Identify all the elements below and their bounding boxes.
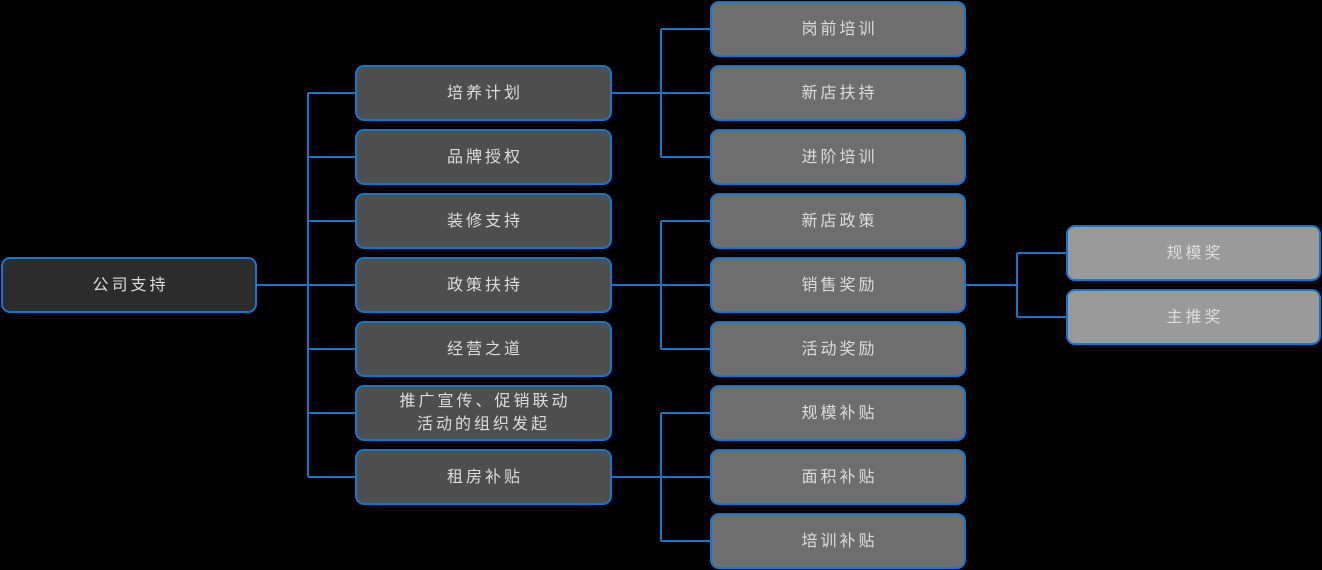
node-活动奖励[interactable]: 活动奖励 <box>710 321 966 377</box>
node-培训补贴[interactable]: 培训补贴 <box>710 513 966 569</box>
node-销售奖励[interactable]: 销售奖励 <box>710 257 966 313</box>
node-面积补贴[interactable]: 面积补贴 <box>710 449 966 505</box>
node-规模补贴[interactable]: 规模补贴 <box>710 385 966 441</box>
node-主推奖[interactable]: 主推奖 <box>1066 289 1321 345</box>
node-培养计划[interactable]: 培养计划 <box>355 65 612 121</box>
node-root[interactable]: 公司支持 <box>1 257 257 313</box>
node-经营之道[interactable]: 经营之道 <box>355 321 612 377</box>
node-租房补贴[interactable]: 租房补贴 <box>355 449 612 505</box>
node-品牌授权[interactable]: 品牌授权 <box>355 129 612 185</box>
node-政策扶持[interactable]: 政策扶持 <box>355 257 612 313</box>
node-规模奖[interactable]: 规模奖 <box>1066 225 1321 281</box>
node-新店政策[interactable]: 新店政策 <box>710 193 966 249</box>
node-新店扶持[interactable]: 新店扶持 <box>710 65 966 121</box>
node-装修支持[interactable]: 装修支持 <box>355 193 612 249</box>
node-岗前培训[interactable]: 岗前培训 <box>710 1 966 57</box>
node-进阶培训[interactable]: 进阶培训 <box>710 129 966 185</box>
node-推广宣传促销联动活动的组织发起[interactable]: 推广宣传、促销联动 活动的组织发起 <box>355 385 612 441</box>
